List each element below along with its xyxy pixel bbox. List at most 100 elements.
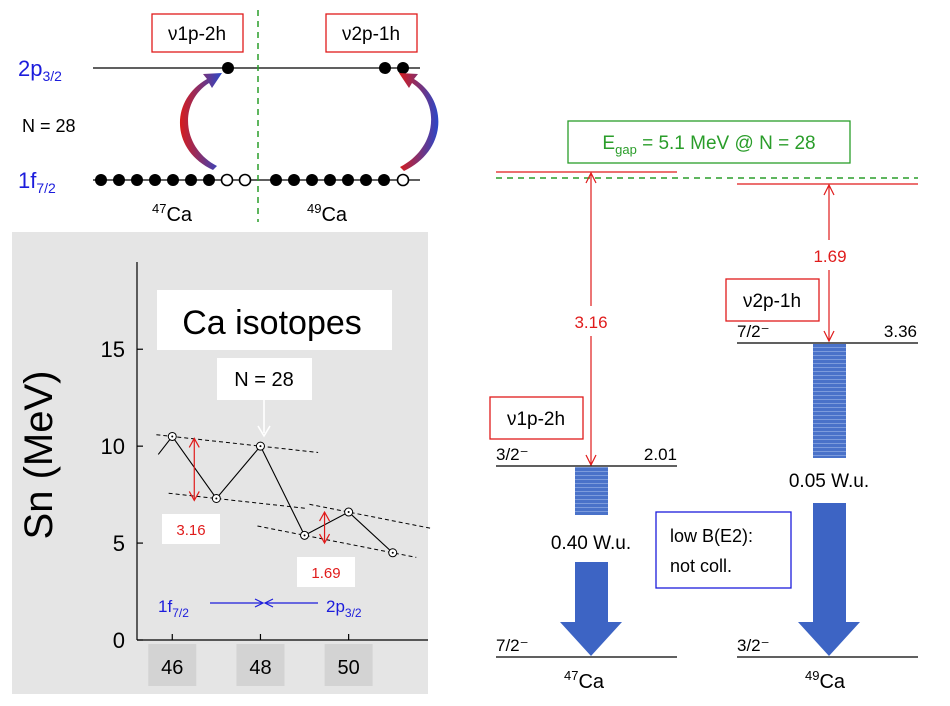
- x-tick-box: [324, 644, 373, 686]
- collectivity-note-box: [655, 511, 792, 589]
- x-tick-label: 50: [338, 657, 360, 679]
- x-tick-label: 48: [249, 657, 271, 679]
- y-tick-label: 0: [113, 628, 125, 653]
- gap-arrow-head: [319, 510, 331, 522]
- gap-value-box-49: [800, 240, 860, 270]
- egap-label: Egap = 5.1 MeV @ N = 28: [602, 133, 815, 157]
- gap-label-box-2: [297, 557, 355, 587]
- hole-dot: [220, 173, 234, 187]
- x-tick-label: 46: [161, 657, 183, 679]
- particle-dot: [167, 174, 179, 186]
- orbital-upper-label: 2p3/2: [18, 56, 62, 84]
- excitation-arrow-47: [179, 73, 222, 170]
- gap-label-1: 3.16: [176, 522, 205, 539]
- particle-dot: [342, 174, 354, 186]
- level-49-energy: 3.36: [884, 322, 917, 341]
- n28-pointer-head: [257, 425, 271, 438]
- shell-scheme: 2p3/2 N = 28 1f7/2 ν1p-2h ν2p-1h: [18, 10, 439, 226]
- config-box-49: [325, 13, 418, 53]
- gap-arrows: [188, 437, 331, 545]
- particle-dot: [324, 174, 336, 186]
- level-49-spin: 7/2⁻: [737, 322, 770, 341]
- gap-arrow-47-bottom: [585, 454, 597, 467]
- n28-callout: N = 28: [234, 369, 293, 391]
- x-ticks: 46 48 50: [148, 634, 373, 686]
- y-axis-label: Sn (MeV): [17, 371, 61, 540]
- particle-dot: [185, 174, 197, 186]
- data-point-center: [259, 445, 262, 448]
- transition-arrow-47: [560, 562, 622, 656]
- n28-callout-box: [217, 358, 312, 400]
- data-point-center: [391, 551, 394, 554]
- nucleus-label-47-level: 47Ca: [564, 668, 605, 693]
- collectivity-note-line2: not coll.: [670, 556, 732, 576]
- particle-dot: [222, 62, 234, 74]
- particle-dot: [203, 174, 215, 186]
- config-label-47: ν1p-2h: [168, 24, 226, 45]
- hole-dot: [238, 173, 252, 187]
- data-point-center: [215, 497, 218, 500]
- n-label: N = 28: [22, 116, 76, 136]
- particle-dot: [270, 174, 282, 186]
- ground-47-spin: 7/2⁻: [496, 636, 529, 655]
- gap-arrow-head: [188, 491, 200, 502]
- y-tick-label: 15: [101, 337, 125, 362]
- particle-dot: [131, 174, 143, 186]
- orbital-lower-label: 1f7/2: [18, 168, 56, 196]
- particle-dot: [379, 62, 391, 74]
- data-point-center: [171, 435, 174, 438]
- y-tick-label: 10: [101, 434, 125, 459]
- gap-arrow-head: [188, 437, 200, 448]
- particle-dot: [306, 174, 318, 186]
- config-box-49-level: [725, 278, 820, 322]
- bottom-label-left: 1f7/2: [158, 597, 189, 620]
- x-tick-box: [236, 644, 285, 686]
- particle-dot: [288, 174, 300, 186]
- gap-label-box-1: [162, 514, 220, 544]
- gap-label-2: 1.69: [311, 565, 340, 582]
- collectivity-note-line1: low B(E2):: [670, 526, 753, 546]
- gap-value-47: 3.16: [574, 313, 607, 332]
- transition-arrow-49: [798, 503, 860, 656]
- particle-dot: [378, 174, 390, 186]
- hole-dot: [396, 173, 410, 187]
- particle-dots: [95, 62, 409, 186]
- bottom-arrow-left-head: [263, 598, 274, 608]
- trend-line: [156, 434, 319, 453]
- bottom-arrow-right-head: [254, 598, 265, 608]
- level-47-energy: 2.01: [644, 445, 677, 464]
- config-label-49: ν2p-1h: [342, 24, 400, 45]
- hole-dots: [220, 173, 410, 187]
- be2-label-47: 0.40 W.u.: [551, 533, 631, 554]
- bottom-label-right: 2p3/2: [326, 597, 362, 620]
- particle-dot: [149, 174, 161, 186]
- egap-box: [567, 120, 851, 164]
- level-scheme: Egap = 5.1 MeV @ N = 28 3.16 1.69 ν1p-2h…: [489, 120, 918, 693]
- particle-dot: [360, 174, 372, 186]
- data-point-center: [347, 511, 350, 514]
- nucleus-label-49: 49Ca: [307, 201, 348, 226]
- gap-arrow-49-bottom: [823, 330, 835, 343]
- config-label-47-level: ν1p-2h: [507, 409, 565, 430]
- nucleus-label-47: 47Ca: [152, 201, 193, 226]
- gap-value-box-47: [560, 306, 622, 336]
- chart-title-box: [157, 290, 392, 350]
- excitation-arrow-49: [399, 73, 439, 171]
- data-point-center: [303, 534, 306, 537]
- x-tick-box: [148, 644, 197, 686]
- chart-title: Ca isotopes: [182, 304, 362, 342]
- ground-49-spin: 3/2⁻: [737, 636, 770, 655]
- gap-value-49: 1.69: [813, 247, 846, 266]
- transition-bar-49: [813, 344, 846, 458]
- particle-dot: [95, 174, 107, 186]
- level-47-spin: 3/2⁻: [496, 445, 529, 464]
- particle-dot: [397, 62, 409, 74]
- transition-bar-47: [575, 467, 608, 515]
- config-box-47-level: [489, 396, 584, 440]
- particle-dot: [113, 174, 125, 186]
- nucleus-label-49-level: 49Ca: [805, 668, 846, 693]
